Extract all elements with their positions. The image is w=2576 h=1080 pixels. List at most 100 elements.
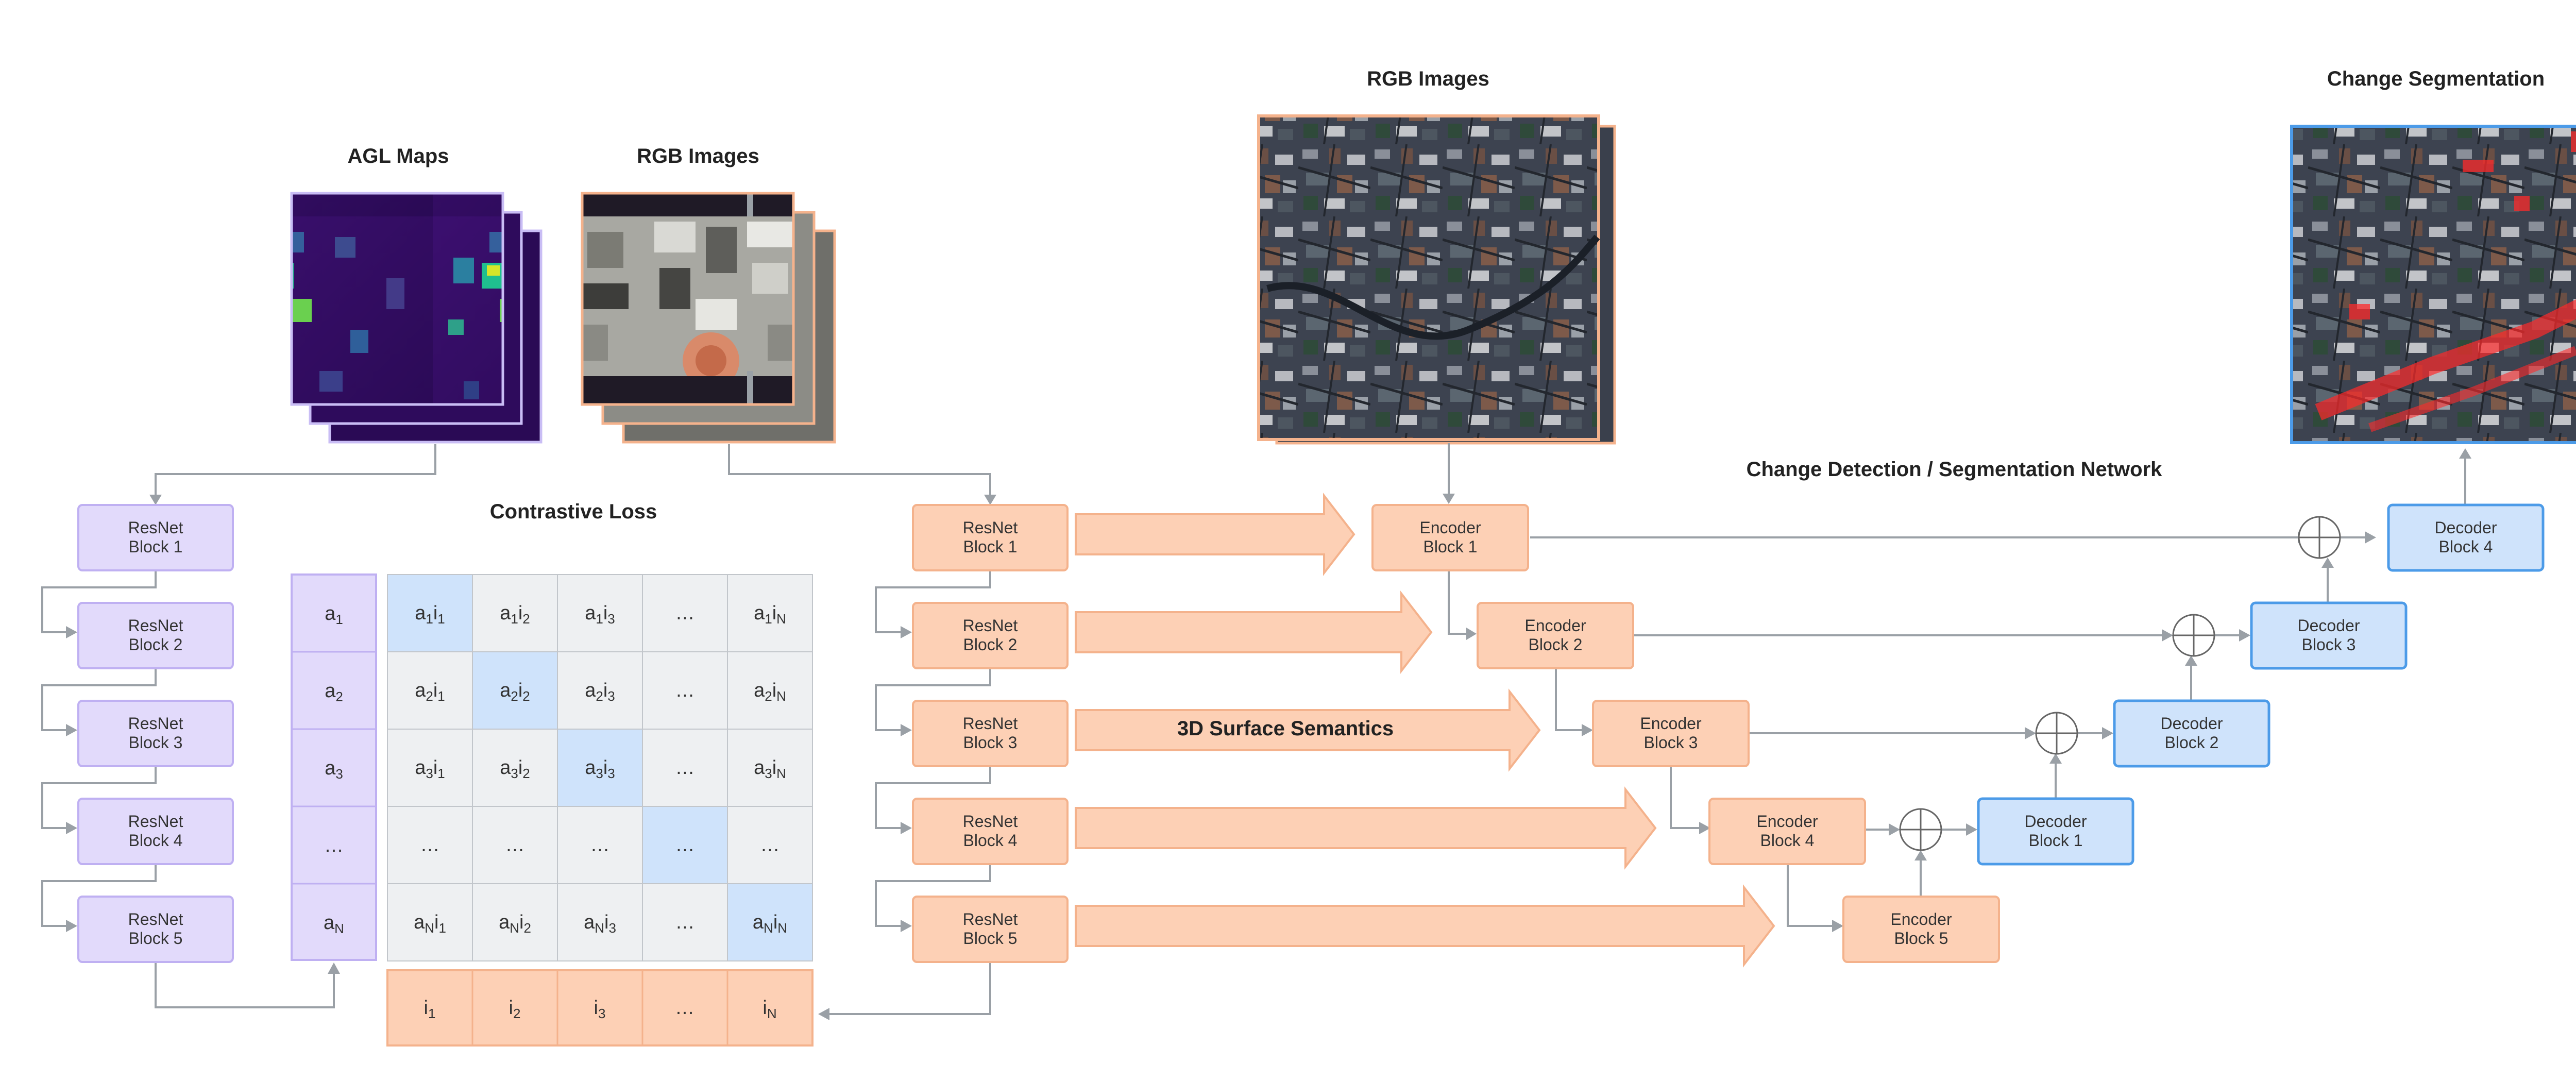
encoder-block-1: Encoder Block 1 — [1371, 504, 1529, 571]
matrix-cell — [557, 806, 643, 884]
a-vector-item-n: aN — [324, 912, 344, 936]
decoder-block-1: Decoder Block 1 — [1977, 797, 2134, 866]
svg-text:Block 2: Block 2 — [963, 635, 1018, 654]
network-title: Change Detection / Segmentation Network — [1747, 458, 2163, 481]
a-vector-item-2: a2 — [325, 680, 343, 704]
rgb-images-top-stack — [1257, 114, 1616, 445]
svg-text:ResNet: ResNet — [128, 714, 183, 733]
rgb-image-left — [581, 192, 795, 406]
sum-node-icon — [2035, 712, 2078, 755]
matrix-cell — [472, 883, 558, 961]
svg-text:Decoder: Decoder — [2025, 812, 2087, 831]
rgb-resnet-block-1: ResNet Block 1 — [912, 504, 1069, 571]
svg-text:Block 3: Block 3 — [2302, 635, 2356, 654]
rgb-images-top-title: RGB Images — [1367, 68, 1489, 90]
matrix-cell-label: aNi1 — [414, 912, 446, 936]
i-vector-item-2: i2 — [509, 997, 521, 1021]
svg-text:Decoder: Decoder — [2435, 518, 2497, 537]
network-connectors — [1443, 443, 2471, 932]
rgb-images-left-stack — [581, 192, 836, 444]
svg-text:ResNet: ResNet — [128, 812, 183, 831]
svg-text:Block 1: Block 1 — [1423, 537, 1478, 556]
matrix-cell-label: … — [675, 680, 695, 701]
rgb-image-top — [1257, 114, 1600, 441]
matrix-cell-label: a3i2 — [500, 757, 530, 781]
matrix-cell-label: … — [505, 834, 525, 856]
river-path — [1266, 234, 1600, 340]
matrix-cell-label: aNi3 — [584, 912, 616, 936]
svg-text:ResNet: ResNet — [128, 518, 183, 537]
svg-text:Block 2: Block 2 — [2165, 733, 2219, 752]
matrix-cell-label: … — [675, 602, 695, 624]
agl-maps-stack — [290, 192, 543, 444]
matrix-cell-label: … — [675, 757, 695, 779]
svg-text:Decoder: Decoder — [2298, 616, 2360, 635]
matrix-cell — [557, 651, 643, 730]
matrix-cell — [557, 574, 643, 652]
matrix-cell — [387, 806, 473, 884]
rgb-resnet-block-5: ResNet Block 5 — [912, 896, 1069, 963]
matrix-cell — [387, 651, 473, 730]
svg-text:Decoder: Decoder — [2161, 714, 2223, 733]
i-vector: i1 i2 i3 … iN — [386, 969, 814, 1047]
matrix-cell-label: a1i1 — [415, 602, 445, 627]
svg-text:Encoder: Encoder — [1640, 714, 1702, 733]
svg-text:Block 2: Block 2 — [129, 635, 183, 654]
svg-text:Block 5: Block 5 — [1894, 929, 1948, 948]
matrix-cell — [642, 729, 728, 807]
svg-text:Block 4: Block 4 — [129, 831, 183, 850]
svg-text:Block 4: Block 4 — [963, 831, 1018, 850]
agl-maps-title: AGL Maps — [347, 145, 449, 167]
matrix-cell-diagonal — [727, 883, 813, 961]
matrix-cell-label: a1i2 — [500, 602, 530, 627]
svg-text:Block 1: Block 1 — [129, 537, 183, 556]
sum-node-icon — [1899, 808, 1942, 851]
i-vector-item-1: i1 — [424, 997, 436, 1021]
svg-text:ResNet: ResNet — [963, 812, 1018, 831]
rgb-resnet-block-2: ResNet Block 2 — [912, 602, 1069, 669]
decoder-block-3: Decoder Block 3 — [2250, 601, 2408, 670]
sum-node-icon — [2172, 614, 2215, 657]
matrix-cell-label: … — [675, 912, 695, 933]
matrix-cell — [387, 883, 473, 961]
svg-text:ResNet: ResNet — [963, 616, 1018, 635]
svg-text:Block 2: Block 2 — [1529, 635, 1583, 654]
matrix-cell-label: a2i2 — [500, 680, 530, 704]
matrix-cell-diagonal — [557, 729, 643, 807]
a-vector-item-ellipsis: … — [324, 835, 344, 856]
svg-text:Encoder: Encoder — [1756, 812, 1818, 831]
rgb-resnet-connectors — [728, 444, 996, 1020]
svg-text:Block 1: Block 1 — [963, 537, 1018, 556]
encoder-block-5: Encoder Block 5 — [1842, 896, 2000, 963]
semantic-arrows: 3D Surface Semantics — [1075, 493, 1775, 968]
matrix-cell-label: … — [675, 834, 695, 856]
semantic-arrow-1 — [1075, 493, 1355, 576]
a-vector-item-3: a3 — [325, 757, 343, 782]
matrix-cell-label: a3iN — [754, 757, 786, 781]
agl-resnet-connectors — [41, 444, 436, 1008]
matrix-cell-label: a1i3 — [585, 602, 615, 627]
matrix-cell-label: a2iN — [754, 680, 786, 704]
semantic-arrow-3 — [1075, 688, 1541, 772]
decoder-blocks: Decoder Block 1 Decoder Block 2 Decoder … — [1977, 503, 2545, 866]
matrix-cell — [642, 574, 728, 652]
decoder-block-2: Decoder Block 2 — [2113, 699, 2270, 768]
matrix-cell-label: aNi2 — [499, 912, 531, 936]
rgb-resnet-blocks: ResNet Block 1 ResNet Block 2 ResNet Blo… — [912, 504, 1069, 963]
encoder-block-3: Encoder Block 3 — [1592, 700, 1750, 767]
encoder-block-2: Encoder Block 2 — [1477, 602, 1634, 669]
agl-resnet-block-2: ResNet Block 2 — [77, 602, 234, 669]
sum-nodes — [1899, 516, 2341, 851]
agl-map-image — [290, 192, 504, 406]
matrix-cell-label: a3i3 — [585, 757, 615, 781]
decoder-block-4: Decoder Block 4 — [2387, 503, 2545, 572]
matrix-cell — [642, 883, 728, 961]
a-vector-item-1: a1 — [325, 603, 343, 627]
svg-text:Block 3: Block 3 — [1644, 733, 1698, 752]
surface-semantics-label: 3D Surface Semantics — [1177, 717, 1394, 740]
matrix-cell — [727, 806, 813, 884]
i-vector-item-3: i3 — [594, 997, 606, 1021]
svg-text:ResNet: ResNet — [128, 616, 183, 635]
svg-text:Encoder: Encoder — [1524, 616, 1586, 635]
change-segmentation-title: Change Segmentation — [2327, 68, 2545, 90]
